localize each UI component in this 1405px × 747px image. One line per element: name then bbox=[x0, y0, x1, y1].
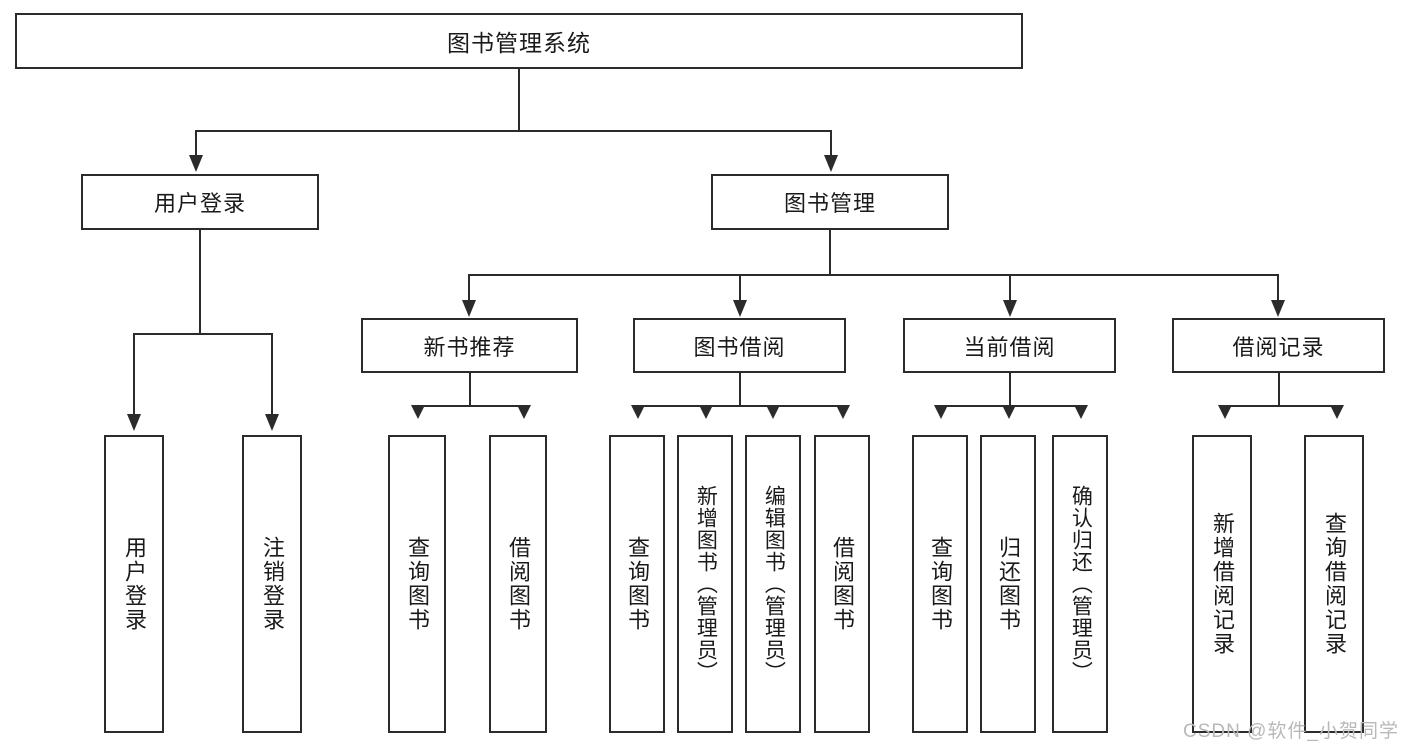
connector-new-book-stem bbox=[469, 373, 471, 406]
node-label: 用户登录 bbox=[153, 191, 246, 216]
arrowhead-book-borrow-leaf-4 bbox=[836, 405, 850, 419]
arrowhead-book-manage-child-2 bbox=[733, 300, 747, 317]
node-user-login[interactable]: 用户登录 bbox=[81, 174, 319, 230]
connector-root-to-user-login bbox=[195, 130, 197, 157]
leaf-label: 确认归还（管理员） bbox=[1069, 485, 1093, 683]
arrowhead-book-manage-child-3 bbox=[1003, 300, 1017, 317]
leaf-add-book-admin[interactable]: 新增图书（管理员） bbox=[677, 435, 733, 733]
connector-book-manage-drop-2 bbox=[739, 274, 741, 302]
arrowhead-borrow-record-leaf-1 bbox=[1218, 405, 1232, 419]
node-label: 新书推荐 bbox=[423, 334, 516, 360]
node-label: 借阅记录 bbox=[1232, 334, 1325, 360]
node-book-borrow[interactable]: 图书借阅 bbox=[633, 318, 846, 373]
connector-root-bar bbox=[195, 130, 832, 132]
connector-root-stem bbox=[518, 69, 520, 131]
connector-book-borrow-stem bbox=[739, 373, 741, 406]
arrowhead-current-borrow-leaf-1 bbox=[934, 405, 948, 419]
connector-user-login-drop-2 bbox=[271, 333, 273, 416]
leaf-return-book[interactable]: 归还图书 bbox=[980, 435, 1036, 733]
leaf-borrow-book[interactable]: 借阅图书 bbox=[814, 435, 870, 733]
connector-user-login-stem bbox=[199, 230, 201, 334]
arrowhead-book-borrow-leaf-3 bbox=[766, 405, 780, 419]
leaf-label: 查询图书 bbox=[404, 536, 430, 632]
connector-book-manage-drop-3 bbox=[1009, 274, 1011, 302]
leaf-query-borrow-record[interactable]: 查询借阅记录 bbox=[1304, 435, 1364, 733]
node-label: 图书借阅 bbox=[693, 334, 786, 360]
arrowhead-new-book-leaf-2 bbox=[517, 405, 531, 419]
leaf-label: 查询图书 bbox=[927, 536, 953, 632]
leaf-add-borrow-record[interactable]: 新增借阅记录 bbox=[1192, 435, 1252, 733]
leaf-label: 归还图书 bbox=[995, 536, 1021, 632]
connector-user-login-bar bbox=[133, 333, 273, 335]
connector-book-manage-bar bbox=[468, 274, 1279, 276]
node-label: 图书管理 bbox=[783, 191, 876, 216]
leaf-label: 注销登录 bbox=[259, 536, 285, 632]
leaf-label: 借阅图书 bbox=[505, 536, 531, 632]
leaf-label: 编辑图书（管理员） bbox=[762, 485, 786, 683]
leaf-query-book-current[interactable]: 查询图书 bbox=[912, 435, 968, 733]
arrowhead-new-book-leaf-1 bbox=[411, 405, 425, 419]
leaf-borrow-book-recommend[interactable]: 借阅图书 bbox=[489, 435, 547, 733]
leaf-query-book-recommend[interactable]: 查询图书 bbox=[388, 435, 446, 733]
leaf-label: 用户登录 bbox=[121, 536, 147, 632]
leaf-confirm-return-admin[interactable]: 确认归还（管理员） bbox=[1052, 435, 1108, 733]
connector-user-login-drop-1 bbox=[133, 333, 135, 416]
arrowhead-user-login-leaf-2 bbox=[265, 414, 279, 431]
arrowhead-borrow-record-leaf-2 bbox=[1330, 405, 1344, 419]
arrowhead-book-manage-child-4 bbox=[1271, 300, 1285, 317]
connector-borrow-record-stem bbox=[1278, 373, 1280, 406]
arrowhead-current-borrow-leaf-2 bbox=[1002, 405, 1016, 419]
leaf-user-login[interactable]: 用户登录 bbox=[104, 435, 164, 733]
arrowhead-book-borrow-leaf-1 bbox=[631, 405, 645, 419]
connector-book-manage-drop-4 bbox=[1277, 274, 1279, 302]
leaf-label: 查询借阅记录 bbox=[1321, 512, 1347, 656]
arrowhead-user-login-leaf-1 bbox=[127, 414, 141, 431]
leaf-label: 借阅图书 bbox=[829, 536, 855, 632]
leaf-label: 新增借阅记录 bbox=[1209, 512, 1235, 656]
arrowhead-book-borrow-leaf-2 bbox=[699, 405, 713, 419]
connector-new-book-bar bbox=[417, 405, 523, 407]
arrowhead-current-borrow-leaf-3 bbox=[1074, 405, 1088, 419]
leaf-edit-book-admin[interactable]: 编辑图书（管理员） bbox=[745, 435, 801, 733]
node-new-book-recommend[interactable]: 新书推荐 bbox=[361, 318, 578, 373]
arrowhead-root-to-user-login bbox=[189, 155, 203, 172]
connector-borrow-record-bar bbox=[1224, 405, 1336, 407]
leaf-user-logout[interactable]: 注销登录 bbox=[242, 435, 302, 733]
node-label: 图书管理系统 bbox=[447, 30, 591, 56]
node-borrow-record[interactable]: 借阅记录 bbox=[1172, 318, 1385, 373]
node-root-system[interactable]: 图书管理系统 bbox=[15, 13, 1023, 69]
leaf-query-book-borrow[interactable]: 查询图书 bbox=[609, 435, 665, 733]
connector-book-manage-drop-1 bbox=[468, 274, 470, 302]
connector-root-to-book-manage bbox=[830, 130, 832, 157]
leaf-label: 新增图书（管理员） bbox=[694, 485, 718, 683]
arrowhead-book-manage-child-1 bbox=[462, 300, 476, 317]
node-current-borrow[interactable]: 当前借阅 bbox=[903, 318, 1116, 373]
node-book-manage[interactable]: 图书管理 bbox=[711, 174, 949, 230]
connector-book-manage-stem bbox=[829, 230, 831, 275]
connector-current-borrow-stem bbox=[1009, 373, 1011, 406]
arrowhead-root-to-book-manage bbox=[824, 155, 838, 172]
leaf-label: 查询图书 bbox=[624, 536, 650, 632]
connector-book-borrow-bar bbox=[637, 405, 842, 407]
node-label: 当前借阅 bbox=[963, 334, 1056, 360]
